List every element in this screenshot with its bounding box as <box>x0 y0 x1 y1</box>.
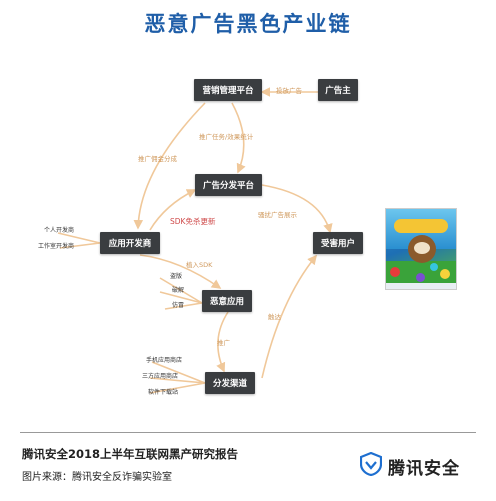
diagram-title: 恶意广告黑色产业链 <box>144 12 352 36</box>
arrow-marketing-to-developer <box>133 102 206 230</box>
label-embed-sdk: 植入SDK <box>186 261 213 269</box>
image-source: 图片来源：腾讯安全反诈骗实验室 <box>22 472 172 483</box>
arrow-marketing-to-distribution <box>231 102 246 174</box>
node-app-developer: 应用开发商 <box>100 232 160 254</box>
arrow-channel-to-victim <box>261 254 318 379</box>
label-promote: 推广 <box>217 339 230 347</box>
label-harass-ads: 骚扰广告展示 <box>258 211 297 219</box>
arrow-distribution-to-victim <box>261 184 333 234</box>
label-commission: 推广佣金分成 <box>138 155 177 163</box>
channel-download-site: 软件下载站 <box>148 389 179 396</box>
developer-bracket <box>57 232 101 249</box>
node-marketing-platform: 营销管理平台 <box>194 79 262 101</box>
shield-icon <box>359 451 383 480</box>
dev-type-studio: 工作室开发商 <box>38 243 75 250</box>
channels-bracket <box>149 361 206 394</box>
label-reach: 触达 <box>268 313 281 321</box>
arrow-malicious-to-channel <box>216 311 229 373</box>
label-promotion-stats: 推广任务/效果统计 <box>199 133 254 141</box>
label-sdk-update: SDK免杀更新 <box>170 217 216 226</box>
node-victim-user: 受害用户 <box>313 232 363 254</box>
label-place-ads: 投放广告 <box>276 87 302 95</box>
method-piracy: 盗版 <box>170 273 183 280</box>
channel-third-party-store: 三方应用商店 <box>142 373 179 380</box>
report-title: 腾讯安全2018上半年互联网黑产研究报告 <box>22 447 239 461</box>
node-advertiser: 广告主 <box>318 79 358 101</box>
channel-app-store: 手机应用商店 <box>146 357 183 364</box>
methods-bracket <box>159 277 203 310</box>
method-counterfeit: 仿冒 <box>172 302 185 309</box>
node-distribution-channel: 分发渠道 <box>205 372 255 394</box>
node-malicious-app: 恶意应用 <box>202 290 252 312</box>
footer-divider <box>20 432 476 433</box>
arrow-developer-to-distribution <box>149 189 197 231</box>
node-distribution-platform: 广告分发平台 <box>195 174 262 196</box>
game-screenshot <box>385 208 457 290</box>
dev-type-individual: 个人开发商 <box>44 227 75 234</box>
method-crack: 破解 <box>172 287 185 294</box>
arrow-developer-to-malicious <box>139 254 222 289</box>
brand-name: 腾讯安全 <box>388 458 460 479</box>
brand-logo: 腾讯安全 <box>359 451 460 480</box>
